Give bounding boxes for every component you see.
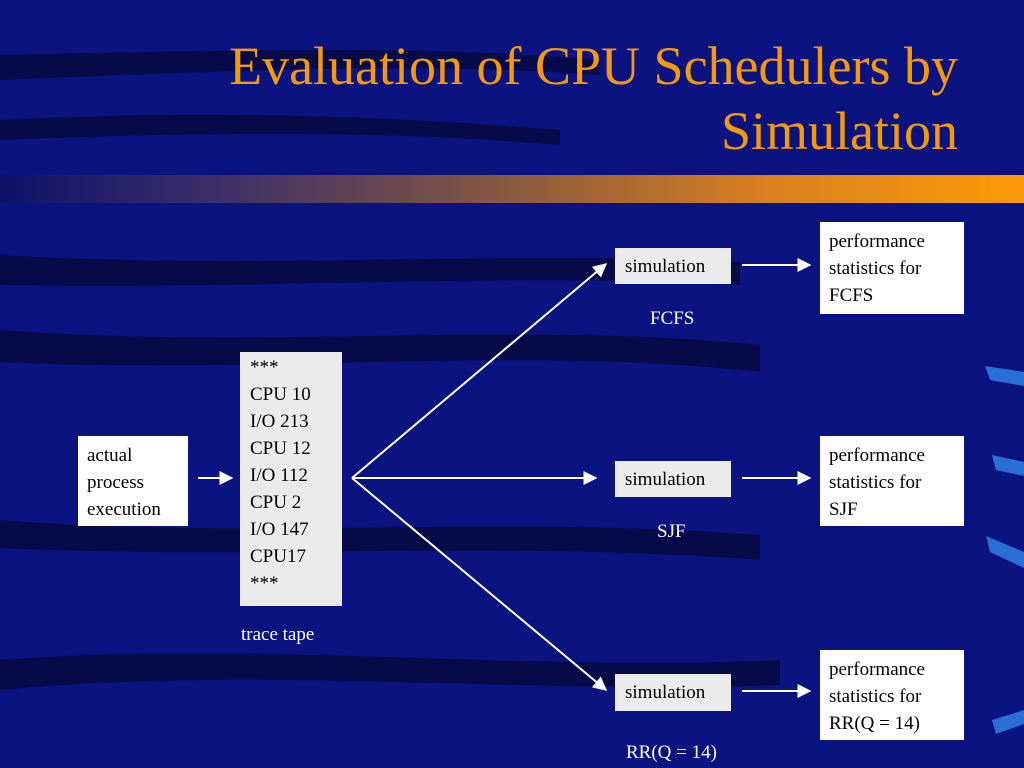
- stats-box-sjf: performance statistics for SJF: [820, 436, 964, 526]
- title-line-2: Simulation: [720, 101, 958, 161]
- stats-line: SJF: [829, 499, 858, 520]
- source-line: process: [87, 472, 144, 493]
- source-box: actual process execution: [78, 436, 188, 526]
- algorithm-label-rr: RR(Q = 14): [626, 742, 717, 763]
- stats-line: statistics for: [829, 258, 922, 279]
- trace-line: CPU 2: [250, 492, 302, 513]
- arrow-trace-to-fcfs: [351, 263, 608, 479]
- algorithm-label-sjf: SJF: [657, 521, 686, 542]
- arrow-trace-to-rr: [351, 477, 608, 691]
- simulation-box-sjf: simulation: [615, 461, 731, 497]
- trace-line: CPU 12: [250, 438, 311, 459]
- trace-line: ***: [250, 357, 279, 378]
- trace-line: I/O 147: [250, 519, 309, 540]
- stats-line: RR(Q = 14): [829, 713, 920, 734]
- stats-line: FCFS: [829, 285, 874, 306]
- trace-tape-box: *** CPU 10 I/O 213 CPU 12 I/O 112 CPU 2 …: [240, 352, 342, 606]
- trace-line: CPU 10: [250, 384, 311, 405]
- stats-box-fcfs: performance statistics for FCFS: [820, 222, 964, 314]
- trace-line: I/O 112: [250, 465, 308, 486]
- simulation-box-fcfs: simulation: [615, 248, 731, 284]
- trace-line: CPU17: [250, 546, 306, 567]
- trace-tape-label: trace tape: [241, 624, 315, 645]
- source-line: actual: [87, 445, 133, 466]
- stats-line: statistics for: [829, 472, 922, 493]
- simulation-box-rr: simulation: [615, 674, 731, 711]
- trace-line: I/O 213: [250, 411, 309, 432]
- trace-line: ***: [250, 573, 279, 594]
- stats-line: performance: [829, 231, 925, 252]
- stats-box-rr: performance statistics for RR(Q = 14): [820, 650, 964, 740]
- stats-line: statistics for: [829, 686, 922, 707]
- slide-title: Evaluation of CPU Schedulers by Simulati…: [229, 34, 958, 164]
- source-line: execution: [87, 499, 161, 520]
- algorithm-label-fcfs: FCFS: [650, 308, 695, 329]
- title-accent-bar: [0, 175, 1024, 203]
- title-line-1: Evaluation of CPU Schedulers by: [229, 36, 958, 96]
- stats-line: performance: [829, 445, 925, 466]
- stats-line: performance: [829, 659, 925, 680]
